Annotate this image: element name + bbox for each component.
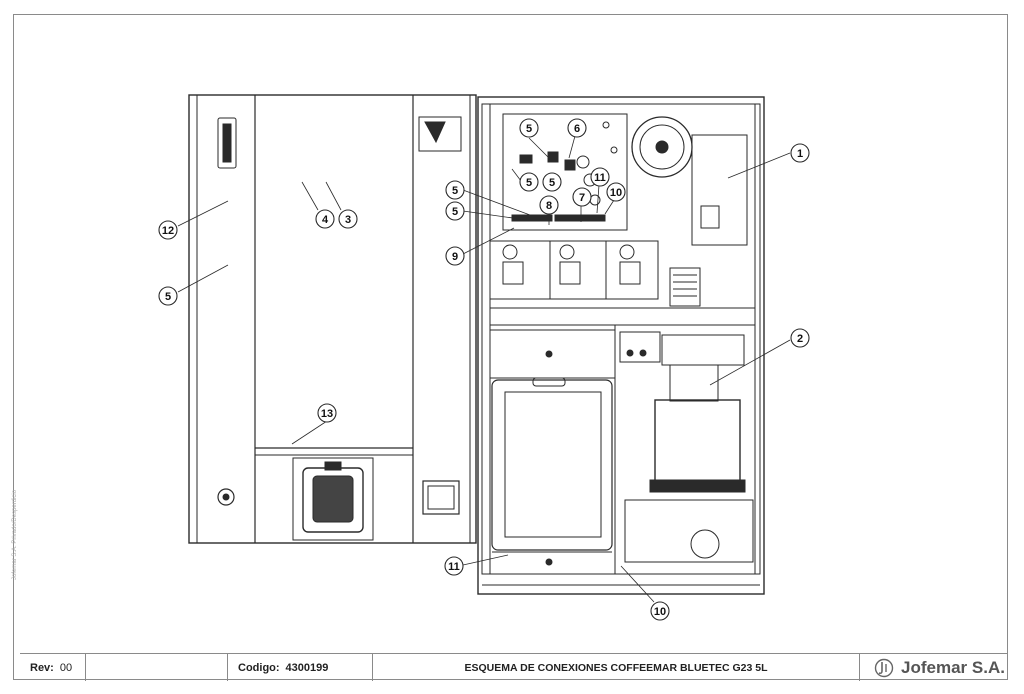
callout-5: 5 [526,177,532,189]
drawing-sheet-frame [13,14,1008,680]
lock-icon [217,488,235,506]
callout-7: 7 [579,192,585,204]
callout-circles [158,118,810,621]
callout-13: 13 [321,408,333,420]
mixer-motors [489,240,659,300]
callout-1: 1 [797,148,803,160]
code-value: 4300199 [285,661,329,674]
callout-5: 5 [549,177,555,189]
revision-label: Rev: [30,661,54,674]
revision-cell: Rev: 00 [20,654,86,681]
callout-4: 4 [322,214,329,226]
blank-cell [86,654,228,681]
boiler [614,325,754,574]
title-block: Rev: 00 Codigo: 4300199 ESQUEMA DE CONEX… [20,653,1008,681]
callout-11: 11 [448,561,460,573]
callout-10: 10 [654,606,666,618]
callout-labels: 1 2 3 4 12 5 13 5 5 9 8 7 11 10 5 6 5 5 … [162,123,803,618]
water-tank [489,329,616,566]
wheel-assembly [631,116,748,246]
front-door [188,94,477,544]
revision-value: 00 [59,661,73,674]
callout-9: 9 [452,251,458,263]
coin-return-icon [422,480,460,515]
brand-plate-icon [418,116,462,152]
company-cell: Jofemar S.A. [860,654,1008,681]
leader-lines [177,135,791,603]
machine-interior [477,96,765,595]
callout-5: 5 [452,185,458,197]
callout-5: 5 [526,123,532,135]
company-logo-icon [874,658,894,677]
code-label: Codigo: [238,661,280,674]
drawing-title: ESQUEMA DE CONEXIONES COFFEEMAR BLUETEC … [373,654,860,681]
callout-8: 8 [546,200,552,212]
callout-5: 5 [452,206,458,218]
callout-12: 12 [162,225,174,237]
card-reader-icon [217,117,237,169]
code-cell: Codigo: 4300199 [228,654,373,681]
cup-station-icon [292,457,374,541]
callout-2: 2 [797,333,803,345]
company-name: Jofemar S.A. [901,657,1005,677]
callout-11: 11 [594,172,606,184]
side-watermark: Jofemar S.A. Privado/Desperdicio [12,489,18,580]
power-supply [669,267,701,307]
callout-3: 3 [345,214,351,226]
callout-5: 5 [165,291,171,303]
callout-6: 6 [574,123,580,135]
callout-10: 10 [610,187,622,199]
